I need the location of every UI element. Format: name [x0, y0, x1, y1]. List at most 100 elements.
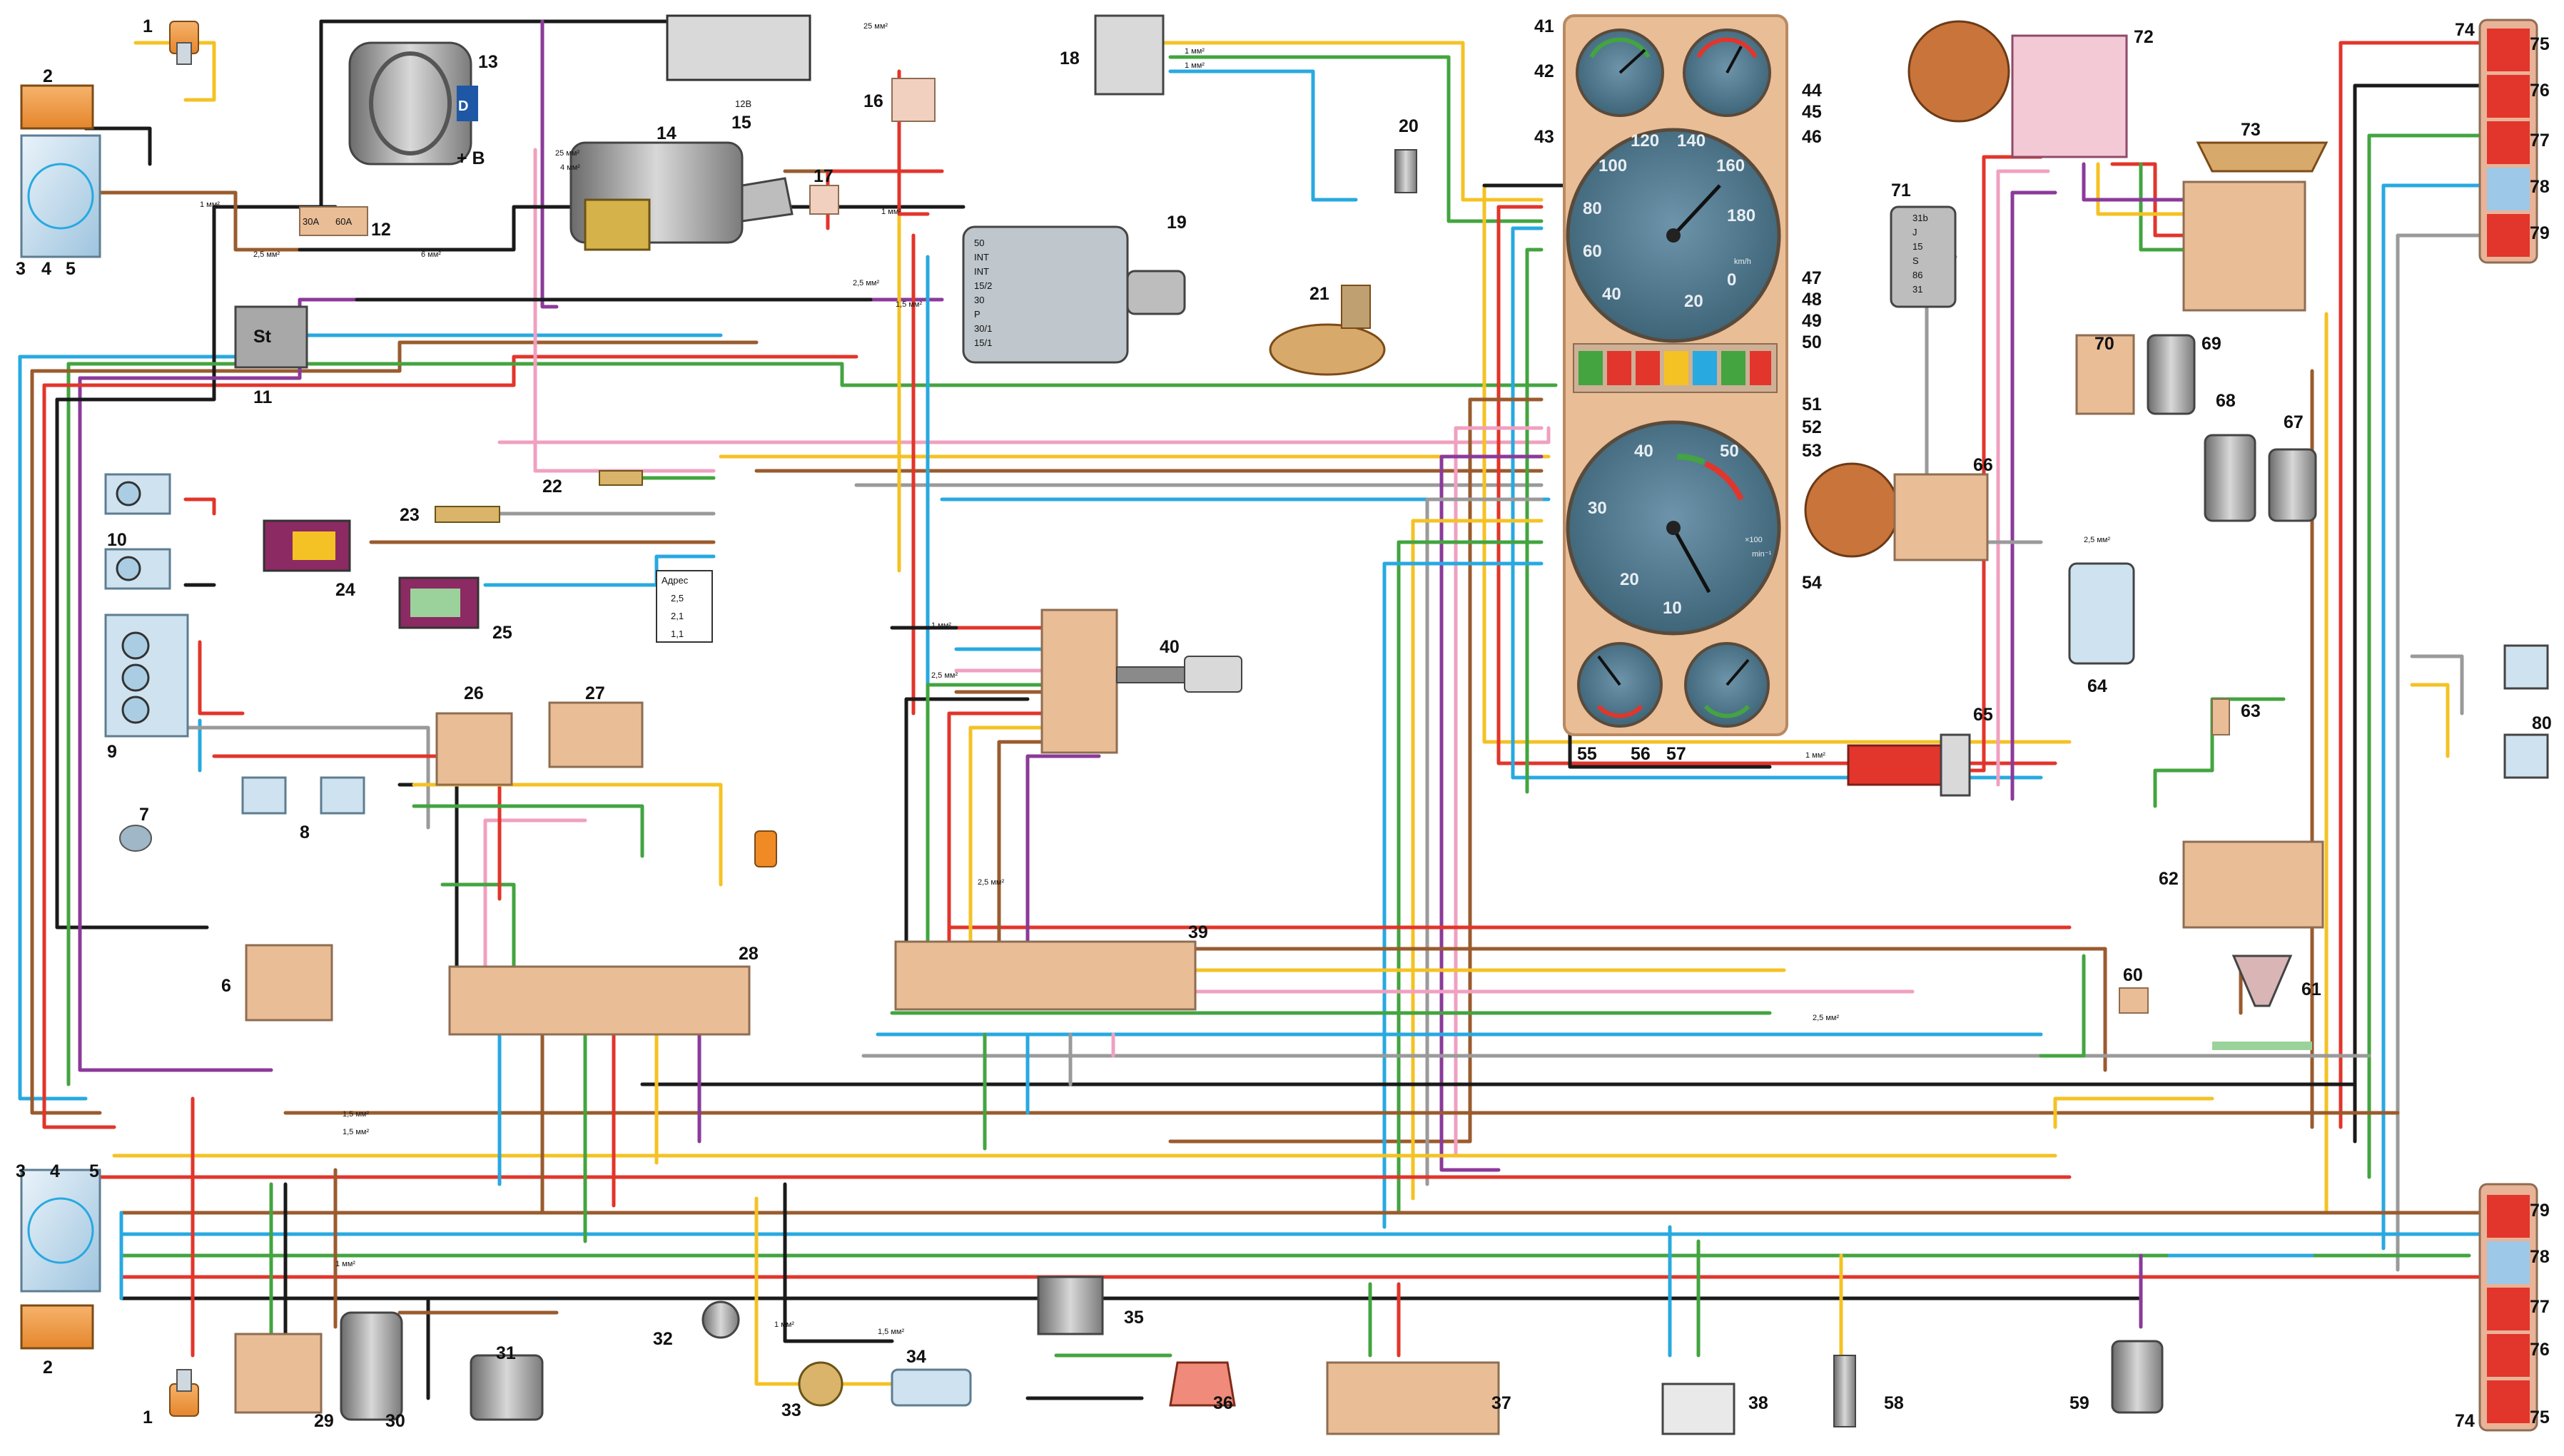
- warning-lamp-oil: [1636, 351, 1660, 385]
- callout-77-bottom: 77: [2530, 1297, 2550, 1317]
- callout-3: 3: [16, 259, 26, 279]
- fuse-block-39: [894, 940, 1197, 1011]
- sensor-7: [119, 825, 152, 852]
- switch-35: [1037, 1276, 1104, 1335]
- callout-51: 51: [1802, 394, 1822, 414]
- callout-3-bottom: 3: [16, 1161, 26, 1181]
- wire-harness: [18, 19, 2500, 1415]
- speedo-tick: 20: [1684, 292, 1703, 311]
- relay-26: [435, 712, 513, 786]
- instrument-cluster: 40 60 80 100 120 140 160 180 20 0 km/h 2…: [1563, 14, 1788, 736]
- callout-46: 46: [1802, 127, 1822, 147]
- lamp-10-upper: [104, 473, 171, 515]
- wire-label: 2,5 мм²: [853, 279, 879, 287]
- ign-terminal: 50: [974, 238, 984, 248]
- callout-60: 60: [2123, 965, 2143, 985]
- wire-label: 2,5 мм²: [1813, 1014, 1839, 1022]
- wire-label: 1,5 мм²: [896, 300, 922, 309]
- address-title: Адрес: [662, 575, 689, 586]
- speedo-tick: 140: [1677, 131, 1706, 151]
- speedo-tick: 180: [1727, 206, 1755, 225]
- speedo-tick: 60: [1583, 242, 1602, 261]
- callout-6: 6: [221, 976, 231, 996]
- relay71-terminal: 31: [1912, 284, 1922, 295]
- wire-label: 1 мм²: [1185, 61, 1205, 70]
- warning-lamp-choke: [1664, 351, 1688, 385]
- fuel-sender-61: [2212, 954, 2312, 1050]
- callout-64: 64: [2087, 676, 2107, 696]
- callout-30: 30: [385, 1411, 405, 1431]
- switch-38: [1661, 1383, 1735, 1435]
- callout-48: 48: [1802, 290, 1822, 310]
- callout-70: 70: [2094, 334, 2114, 354]
- callout-57: 57: [1666, 744, 1686, 764]
- fuse-30a: 30A: [303, 216, 319, 227]
- callout-1: 1: [143, 16, 153, 36]
- ign-terminal: INT: [974, 252, 989, 263]
- callout-5-bottom: 5: [89, 1161, 99, 1181]
- ign-terminal: 15/1: [974, 337, 992, 348]
- speedo-unit: km/h: [1734, 258, 1751, 266]
- fuse-block-28: [448, 965, 751, 1036]
- wire-label: 1,5 мм²: [343, 1110, 369, 1119]
- ign-terminal: 30/1: [974, 323, 992, 334]
- callout-4: 4: [41, 259, 51, 279]
- callout-79-bottom: 79: [2530, 1201, 2550, 1221]
- component-numbers: 1 2 3 4 5 6 7 8 9 10 11 12 13 14 15 16 1…: [16, 16, 2552, 1431]
- relay-27: [548, 701, 644, 768]
- sensor-24: [263, 519, 351, 572]
- fuse-60a: 60A: [335, 216, 352, 227]
- fuse-17: [809, 185, 839, 215]
- callout-53: 53: [1802, 441, 1822, 461]
- callout-18: 18: [1060, 49, 1080, 68]
- callout-22: 22: [542, 477, 562, 497]
- wire-label: 1,5 мм²: [878, 1328, 904, 1336]
- callout-76-bottom: 76: [2530, 1340, 2550, 1360]
- lamp-10-lower: [104, 548, 171, 590]
- relay71-terminal: 86: [1912, 270, 1922, 280]
- button-36: [1169, 1361, 1236, 1407]
- callout-9: 9: [107, 742, 117, 762]
- callout-29: 29: [314, 1411, 334, 1431]
- callout-15: 15: [731, 113, 751, 133]
- lamp-34: [891, 1368, 972, 1407]
- speedo-tick: 100: [1598, 156, 1627, 175]
- callout-74: 74: [2455, 20, 2475, 40]
- callout-2-bottom: 2: [43, 1358, 53, 1378]
- callout-7: 7: [139, 805, 149, 825]
- tacho-tick: 40: [1634, 442, 1653, 461]
- callout-1-bottom: 1: [143, 1407, 153, 1427]
- callout-26: 26: [464, 683, 484, 703]
- callout-74-bottom: 74: [2455, 1411, 2475, 1431]
- wire-label: 4 мм²: [560, 163, 580, 172]
- wire-label: 25 мм²: [863, 22, 888, 31]
- wire-label: 1 мм²: [774, 1320, 794, 1329]
- motor-68: [2204, 434, 2256, 522]
- callout-11: 11: [253, 387, 273, 407]
- motor-31: [470, 1354, 544, 1421]
- wire-label: 2,5 мм²: [253, 250, 280, 259]
- wire-label: 6 мм²: [421, 250, 441, 259]
- sensor-20: [1394, 149, 1417, 193]
- plate-lamp-80: [2503, 644, 2549, 779]
- callout-45: 45: [1802, 102, 1822, 122]
- wire-label: 1 мм²: [1805, 751, 1825, 760]
- battery-voltage: 12В: [735, 98, 751, 109]
- motor-67: [2268, 448, 2317, 522]
- motor-30: [340, 1311, 403, 1421]
- callout-34: 34: [906, 1347, 926, 1367]
- wire-label: 2,5 мм²: [931, 671, 958, 680]
- ign-terminal: INT: [974, 266, 989, 277]
- washer-21: [1269, 285, 1386, 376]
- callout-78-bottom: 78: [2530, 1247, 2550, 1267]
- sensor-25: [398, 576, 480, 629]
- callout-43: 43: [1534, 127, 1554, 147]
- relay-6: [245, 944, 333, 1022]
- rear-lamp-block-top: [2478, 19, 2538, 264]
- starter-relay-11: St: [234, 305, 308, 369]
- callout-68: 68: [2216, 391, 2236, 411]
- resistor-63: [2211, 698, 2230, 735]
- tacho-unit: min⁻¹: [1752, 550, 1772, 559]
- warning-lamp-beam: [1693, 351, 1717, 385]
- callout-66: 66: [1973, 455, 1993, 475]
